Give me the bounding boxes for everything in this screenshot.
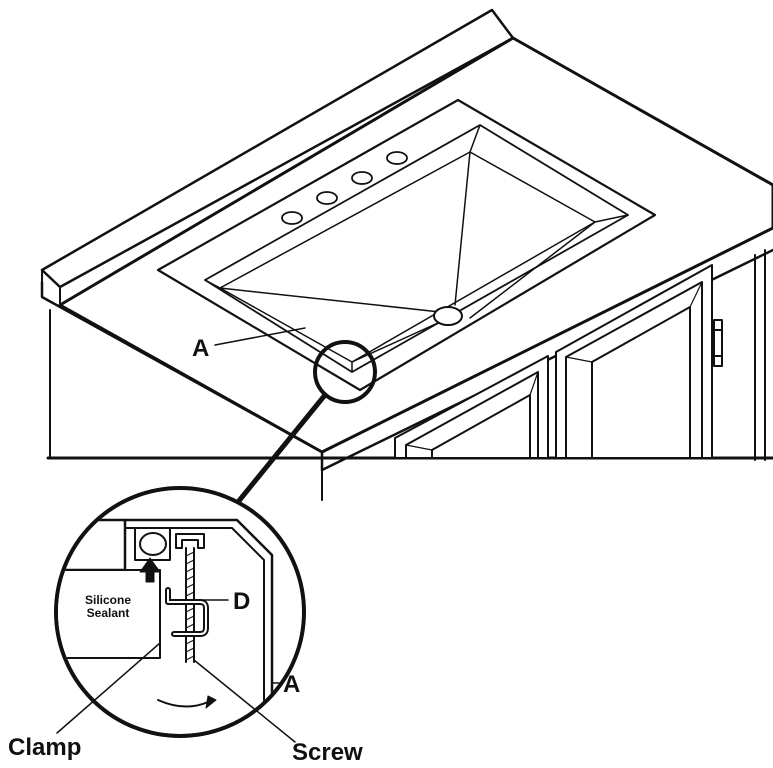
cabinet-door-left xyxy=(394,355,549,459)
detail-magnified-view xyxy=(54,486,306,738)
hinge-icon xyxy=(713,319,723,367)
anchor-clip xyxy=(175,533,205,549)
rotation-arrow-icon xyxy=(157,699,209,708)
label-screw: Screw xyxy=(292,739,363,766)
detail-callout-circle xyxy=(313,340,377,404)
clamp-leader xyxy=(56,642,161,734)
sealant-bead-icon xyxy=(139,532,167,556)
detail-contents xyxy=(58,518,283,734)
faucet-holes xyxy=(281,151,408,225)
callout-leader-line xyxy=(235,392,328,505)
label-a-top: A xyxy=(192,335,209,362)
drain-icon xyxy=(433,306,463,326)
screw-leader xyxy=(193,659,296,743)
label-a-leader xyxy=(214,327,306,346)
label-d: D xyxy=(233,588,250,615)
sink-basin xyxy=(204,124,629,373)
label-silicone: Silicone xyxy=(85,593,131,607)
up-arrow-icon xyxy=(139,557,161,583)
label-clamp: Clamp xyxy=(8,734,81,761)
label-a-detail: A xyxy=(283,671,300,698)
cabinet-door-right xyxy=(555,264,713,459)
label-sealant: Sealant xyxy=(87,606,130,620)
